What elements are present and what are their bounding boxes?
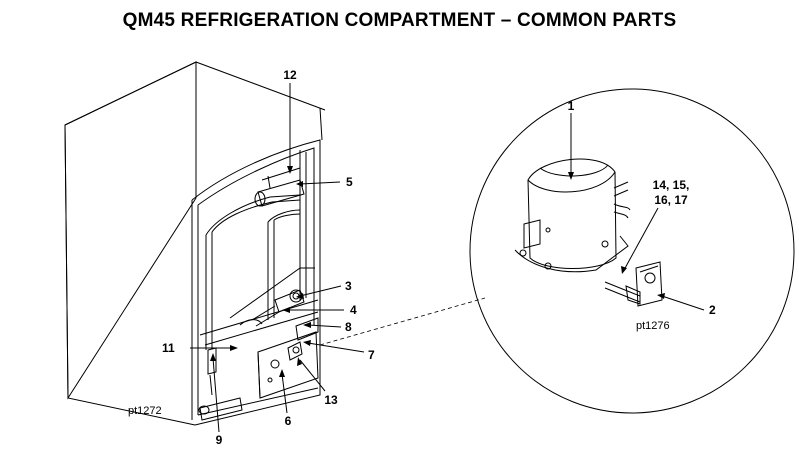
callout-1: 1 <box>568 99 575 113</box>
callout-5: 5 <box>346 175 353 189</box>
cabinet-drawing <box>64 61 326 426</box>
callout-2: 2 <box>709 303 716 317</box>
callout-14-15: 14, 15, <box>653 178 690 192</box>
callout-13: 13 <box>324 393 338 407</box>
callout-7: 7 <box>368 348 375 362</box>
projection-line <box>319 297 486 346</box>
callout-12: 12 <box>283 68 297 82</box>
callout-11: 11 <box>162 341 175 355</box>
main-figure-caption: pt1272 <box>128 405 162 417</box>
callout-6: 6 <box>285 414 292 428</box>
callout-16-17: 16, 17 <box>654 193 688 207</box>
callout-4: 4 <box>350 303 357 317</box>
inset-detail <box>469 88 795 414</box>
callout-8: 8 <box>345 320 352 334</box>
callout-9: 9 <box>216 433 223 447</box>
leader-lines <box>190 83 705 433</box>
callout-3: 3 <box>345 279 352 293</box>
page-title: QM45 REFRIGERATION COMPARTMENT – COMMON … <box>122 10 677 31</box>
inset-figure-caption: pt1276 <box>636 320 670 332</box>
arrow-heads <box>210 166 665 377</box>
